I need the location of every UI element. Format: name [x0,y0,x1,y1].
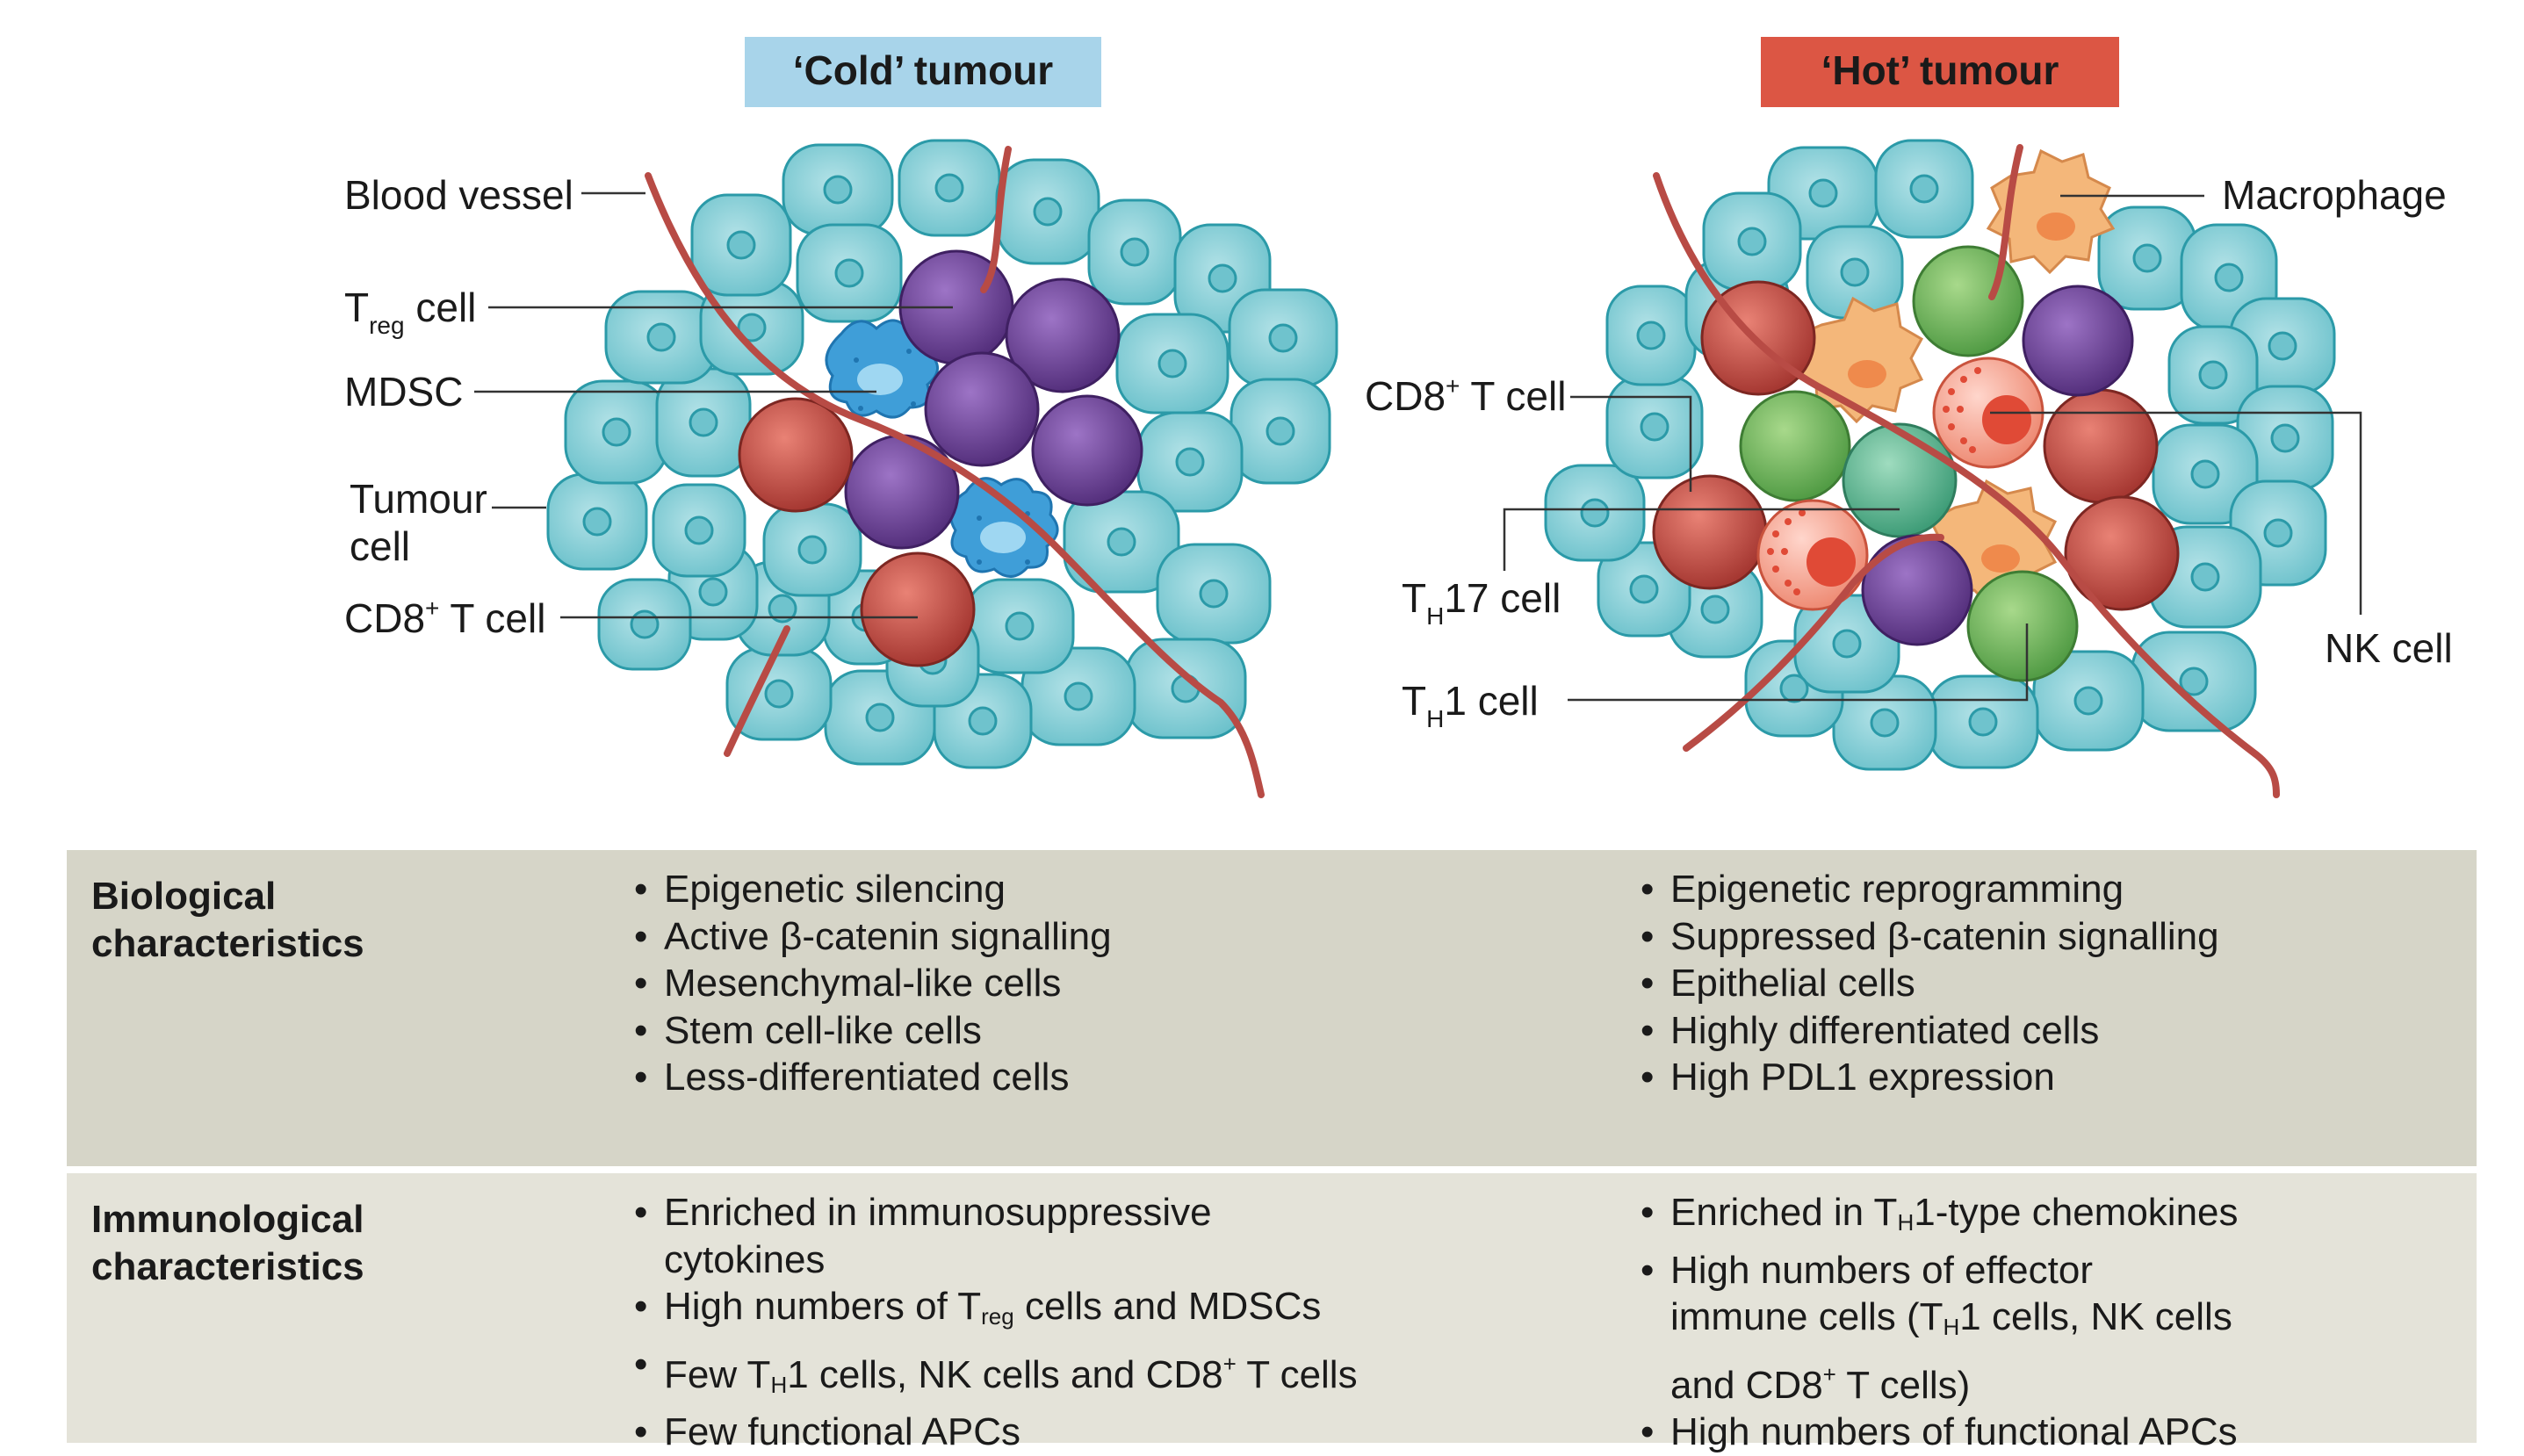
list-item: Stem cell-like cells [634,1007,1591,1055]
immunological-heading-line2: characteristics [91,1245,364,1288]
list-item: High numbers of Treg cells and MDSCs [634,1283,1591,1341]
th1-cells [1739,245,2079,682]
cold-title-banner: ‘Cold’ tumour [745,37,1101,107]
cold-tumour-illustration [546,139,1338,798]
treg-cell [1861,534,1973,646]
blood-vessel [980,146,1012,293]
list-item: Epigenetic silencing [634,866,1591,913]
label-th17-cell: TH17 cell [1402,575,1561,630]
tumour-nuclei [1580,174,2300,738]
th1-cell [1912,245,2024,357]
label-blood-vessel: Blood vessel [344,172,573,218]
treg-cell [924,351,1040,467]
immunological-heading: Immunological characteristics [91,1196,583,1291]
hot-leader-lines [1503,194,2362,702]
list-item: Epithelial cells [1641,960,2466,1007]
cold-title: ‘Cold’ tumour [793,47,1054,93]
hot-biological-list: Epigenetic reprogramming Suppressed β-ca… [1641,866,2466,1101]
label-macrophage: Macrophage [2222,172,2447,218]
blood-vessel [724,625,790,757]
list-item: High PDL1 expression [1641,1054,2466,1101]
immunological-characteristics-panel: Immunological characteristics Enriched i… [67,1173,2477,1455]
blood-vessel [1683,533,1944,752]
cd8-cell [1652,474,1768,590]
list-item: Few functional APCs [634,1409,1591,1456]
biological-heading: Biological characteristics [91,873,583,968]
hot-tumour-illustration [1544,139,2336,798]
treg-cell [1031,394,1143,507]
label-treg-cell: Treg cell [344,285,476,339]
biological-heading-line1: Biological [91,875,277,918]
biological-characteristics-panel: Biological characteristics Epigenetic si… [67,850,2477,1166]
label-th1-cell: TH1 cell [1402,678,1539,732]
cold-biological-list: Epigenetic silencing Active β-catenin si… [634,866,1591,1101]
blood-vessels-cold [645,146,1265,798]
list-item: Active β-catenin signalling [634,913,1591,961]
cold-leader-lines [474,191,953,619]
tumour-diagram: ‘Cold’ tumour ‘Hot’ tumour [344,37,2453,798]
th17-cells [1842,422,1958,538]
list-item: Mesenchymal-like cells [634,960,1591,1007]
cd8-cells-cold [738,397,976,667]
hot-immunological-list: Enriched in TH1-type chemokines High num… [1641,1189,2466,1456]
blood-vessel [1653,172,2280,798]
th1-cell [1739,390,1851,502]
hot-title-banner: ‘Hot’ tumour [1761,37,2119,107]
treg-cell [2022,285,2134,397]
list-item: Epigenetic reprogramming [1641,866,2466,913]
cd8-cell [2064,495,2180,611]
blood-vessels-hot [1653,144,2280,798]
macrophage-cell [1986,148,2116,275]
list-item: Suppressed β-catenin signalling [1641,913,2466,961]
immunological-heading-line1: Immunological [91,1198,364,1241]
blood-vessel [1988,144,2023,300]
nk-granules [1767,367,2031,595]
tumour-nuclei [582,173,1298,736]
th1-cell [1966,570,2079,682]
mdsc-granules [854,349,1030,565]
list-item: High numbers of functional APCs [1641,1409,2466,1456]
th17-cell [1842,422,1958,538]
biological-heading-line2: characteristics [91,922,364,965]
treg-cell [1005,278,1121,393]
mdsc-nuclei [857,364,1026,553]
macrophage-nuclei [1848,213,2075,573]
list-item: Highly differentiated cells [1641,1007,2466,1055]
cd8-cell [2043,388,2159,504]
treg-cell [844,434,960,550]
list-item: Less-differentiated cells [634,1054,1591,1101]
label-mdsc: MDSC [344,369,463,414]
hot-title: ‘Hot’ tumour [1821,47,2059,93]
blood-vessel [645,172,1265,798]
label-cd8-hot: CD8+ T cell [1365,372,1566,419]
list-item: Few TH1 cells, NK cells and CD8+ T cells [634,1341,1591,1409]
treg-cells-hot [1861,285,2134,646]
list-item: Enriched in TH1-type chemokines [1641,1189,2466,1247]
cd8-cell [860,551,976,667]
treg-cells [844,249,1143,550]
label-nk-cell: NK cell [2325,625,2453,671]
cd8-cell [738,397,854,513]
label-cd8-cold: CD8+ T cell [344,595,545,641]
